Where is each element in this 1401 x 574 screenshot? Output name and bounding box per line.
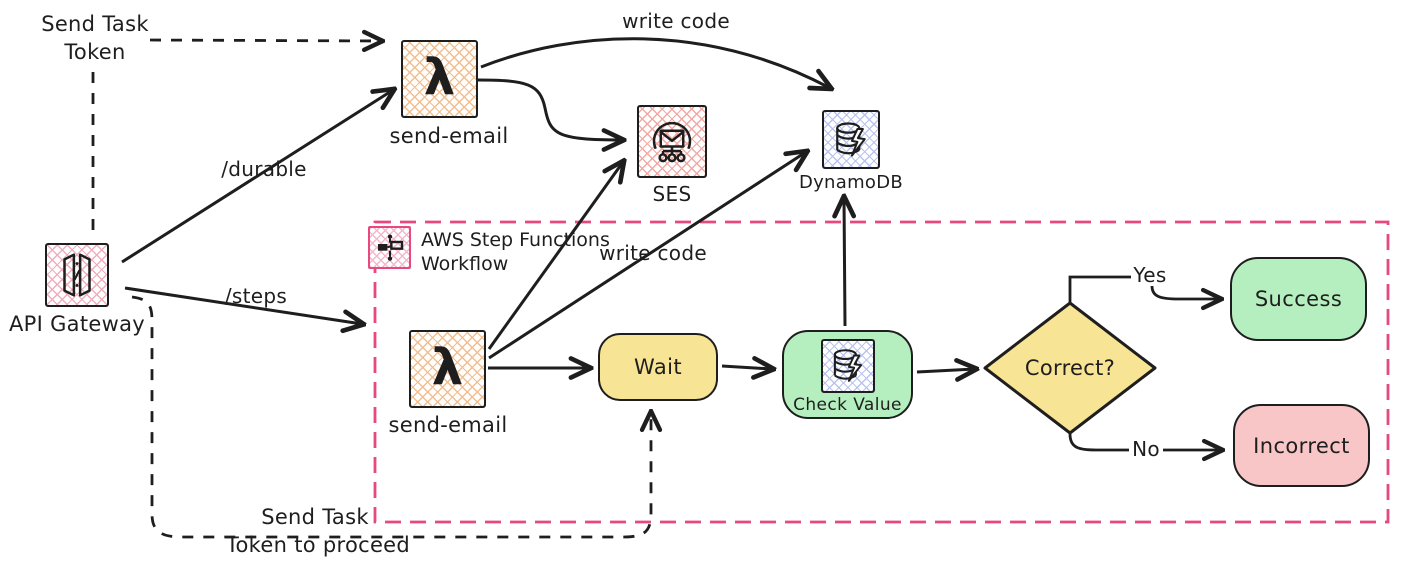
durable-route-label: /durable <box>221 157 307 181</box>
write-code-top-label: write code <box>622 9 730 33</box>
edge-check-to-decision <box>916 369 975 372</box>
ses-node <box>637 105 707 178</box>
edge-lambda-top-to-ses <box>477 78 622 140</box>
check-value-db-icon-box <box>820 339 875 393</box>
edge-steps <box>124 286 362 324</box>
no-label: No <box>1132 437 1160 461</box>
dynamodb-database-bolt-icon <box>836 121 866 157</box>
wait-state: Wait <box>598 333 718 401</box>
lambda-bottom-node: λ <box>409 330 486 408</box>
wait-label: Wait <box>634 355 682 379</box>
lambda-top-label: send-email <box>389 124 509 148</box>
check-value-state: Check Value <box>782 330 913 419</box>
dynamodb-node <box>822 110 880 169</box>
step-functions-group-border <box>373 220 1390 524</box>
edge-send-task-token <box>149 40 381 41</box>
dynamodb-label: DynamoDB <box>798 172 904 193</box>
ses-label: SES <box>652 182 692 206</box>
proceed-label-line1: Send Task <box>261 505 369 529</box>
edge-send-task-token-proceed <box>131 295 651 539</box>
success-state: Success <box>1230 257 1367 341</box>
lambda-bottom-label: send-email <box>388 413 508 437</box>
write-code-inner-label: write code <box>599 241 707 265</box>
edge-yes-a <box>1068 275 1131 302</box>
step-functions-title-line2: Workflow <box>421 253 509 275</box>
send-task-token-label-line1: Send Task <box>41 12 149 36</box>
incorrect-state: Incorrect <box>1233 404 1370 487</box>
proceed-label-line2: Token to proceed <box>225 533 411 557</box>
step-functions-title-line1: AWS Step Functions <box>421 229 610 251</box>
lambda-icon: λ <box>423 48 456 106</box>
step-functions-badge <box>368 226 411 269</box>
edge-write-code-top <box>480 37 830 88</box>
incorrect-label: Incorrect <box>1253 433 1350 458</box>
edge-wait-to-check <box>721 366 772 369</box>
ses-envelope-icon <box>652 121 692 162</box>
lambda-icon: λ <box>431 338 464 396</box>
decision-label: Correct? <box>1024 356 1116 380</box>
api-gateway-doors-icon <box>63 253 91 297</box>
edge-check-to-dynamodb <box>844 198 845 327</box>
check-value-label: Check Value <box>793 395 902 415</box>
send-task-token-label-line2: Token <box>64 40 126 64</box>
lambda-top-node: λ <box>401 40 478 118</box>
decision-diamond <box>983 301 1157 435</box>
api-gateway-label: API Gateway <box>9 312 145 336</box>
steps-route-label: /steps <box>224 284 288 308</box>
edge-write-code-inner <box>488 152 806 360</box>
edge-lambda-bottom-to-ses <box>487 162 623 350</box>
edge-no-a <box>1068 433 1129 452</box>
success-label: Success <box>1254 287 1343 311</box>
edge-durable <box>121 90 393 264</box>
dynamodb-database-bolt-icon <box>833 349 862 382</box>
edge-yes-b <box>1150 285 1220 299</box>
api-gateway-node <box>45 243 109 307</box>
step-functions-badge-icon <box>377 234 403 261</box>
yes-label: Yes <box>1133 263 1167 287</box>
